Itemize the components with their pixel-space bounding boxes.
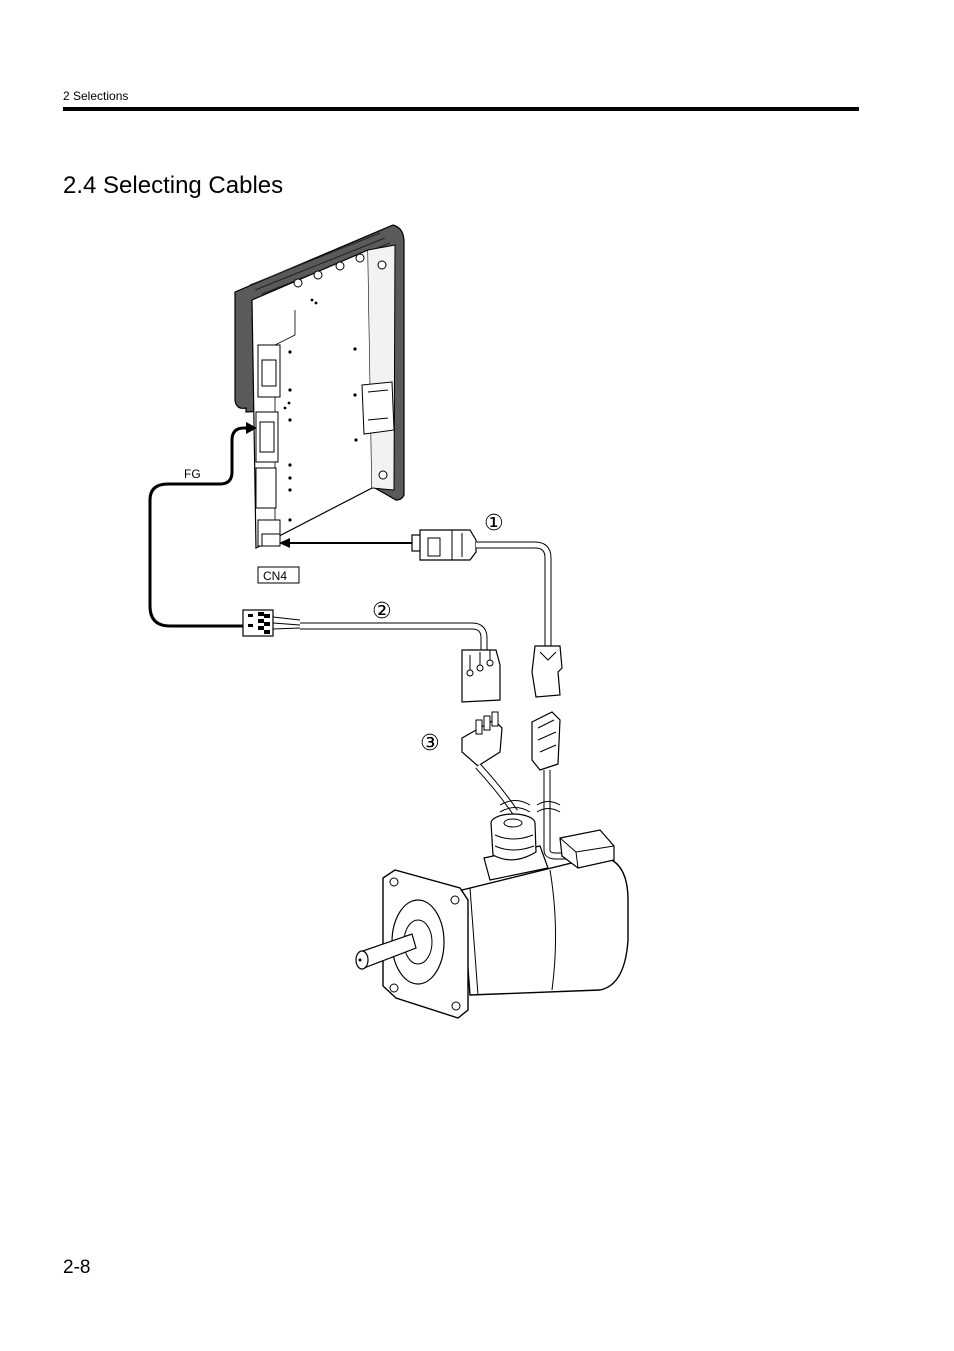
servomotor-illustration bbox=[356, 814, 628, 1018]
encoder-cable-illustration bbox=[279, 530, 562, 697]
page-number: 2-8 bbox=[63, 1257, 90, 1279]
fg-ground-wire bbox=[150, 428, 248, 626]
callout-1: ① bbox=[484, 511, 504, 536]
callout-3: ③ bbox=[420, 731, 440, 756]
cn4-label: CN4 bbox=[263, 569, 287, 583]
fg-label: FG bbox=[184, 467, 201, 481]
servopack-illustration bbox=[235, 225, 404, 548]
callout-2: ② bbox=[372, 599, 392, 624]
